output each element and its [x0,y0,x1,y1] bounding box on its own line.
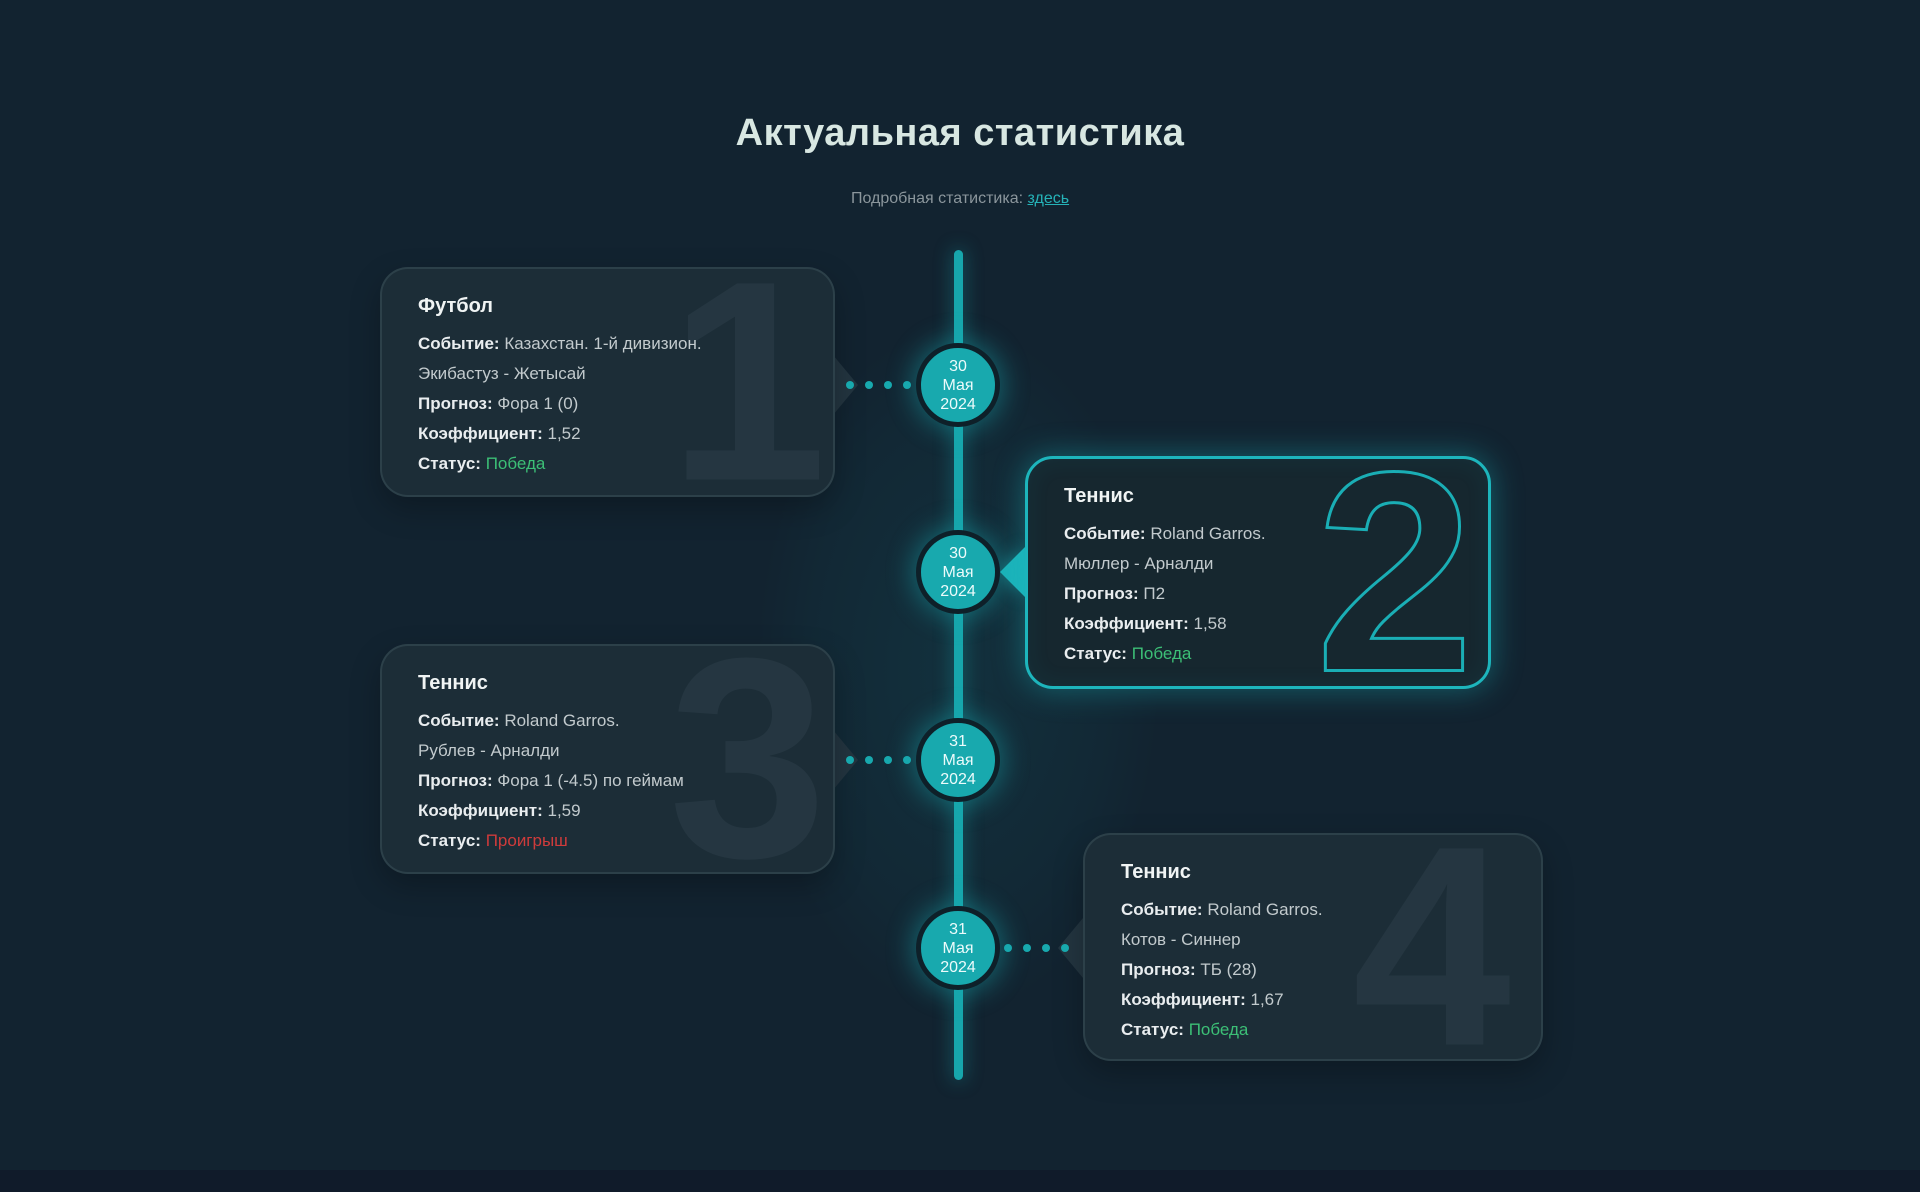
forecast-label: Прогноз: [418,771,493,790]
card-4-sport-title: Теннис [1121,861,1191,883]
forecast-label: Прогноз: [418,394,493,413]
event-value2: Котов - Синнер [1121,930,1241,949]
forecast-value: Фора 1 (-4.5) по геймам [497,771,684,790]
status-value: Проигрыш [485,831,568,850]
event-value2: Экибастуз - Жетысай [418,364,586,383]
timeline-node-3[interactable]: 31 Мая 2024 [916,718,1000,802]
bet-card-3: 3 Теннис Событие: Roland Garros. Рублев … [380,644,835,874]
node-year: 2024 [940,395,976,413]
event-value: Roland Garros. [1150,524,1266,543]
card-1-status-line: Статус: Победа [418,449,797,479]
card-3-status-line: Статус: Проигрыш [418,826,797,856]
forecast-value: Фора 1 (0) [497,394,579,413]
status-value: Победа [485,454,546,473]
node-day: 30 [949,544,967,562]
event-label: Событие: [1064,524,1146,543]
node-year: 2024 [940,958,976,976]
node-day: 31 [949,732,967,750]
coefficient-value: 1,67 [1250,990,1284,1009]
card-4-status-line: Статус: Победа [1121,1015,1505,1045]
coefficient-label: Коэффициент: [418,801,543,820]
card-2-forecast-line: Прогноз: П2 [1064,579,1452,609]
coefficient-label: Коэффициент: [418,424,543,443]
card-2-tail [1000,547,1025,597]
card-2-sport-title: Теннис [1064,485,1134,507]
card-1-coefficient-line: Коэффициент: 1,52 [418,419,797,449]
node-month: Мая [942,563,974,581]
event-value2: Мюллер - Арналди [1064,554,1214,573]
status-value: Победа [1188,1020,1249,1039]
coefficient-value: 1,59 [547,801,581,820]
card-3-connector-dots [846,756,911,764]
card-3-event-line2: Рублев - Арналди [418,736,797,766]
event-value: Roland Garros. [1207,900,1323,919]
card-2-event-line2: Мюллер - Арналди [1064,549,1452,579]
status-label: Статус: [418,831,481,850]
card-4-forecast-line: Прогноз: ТБ (28) [1121,955,1505,985]
event-label: Событие: [1121,900,1203,919]
timeline-node-2[interactable]: 30 Мая 2024 [916,530,1000,614]
node-month: Мая [942,751,974,769]
subtitle: Подробная статистика: здесь [0,190,1920,208]
details-link[interactable]: здесь [1027,190,1070,207]
node-day: 31 [949,920,967,938]
card-4-connector-dots [1004,944,1069,952]
event-label: Событие: [418,334,500,353]
card-3-event-line: Событие: Roland Garros. [418,706,797,736]
card-3-forecast-line: Прогноз: Фора 1 (-4.5) по геймам [418,766,797,796]
status-value: Победа [1131,644,1192,663]
timeline-node-1[interactable]: 30 Мая 2024 [916,343,1000,427]
card-2-event-line: Событие: Roland Garros. [1064,519,1452,549]
status-label: Статус: [1121,1020,1184,1039]
coefficient-label: Коэффициент: [1121,990,1246,1009]
bet-card-1: 1 Футбол Событие: Казахстан. 1-й дивизио… [380,267,835,497]
node-month: Мая [942,376,974,394]
card-1-connector-dots [846,381,911,389]
card-1-forecast-line: Прогноз: Фора 1 (0) [418,389,797,419]
node-day: 30 [949,357,967,375]
card-4-coefficient-line: Коэффициент: 1,67 [1121,985,1505,1015]
footer-bar [0,1170,1920,1192]
event-value: Казахстан. 1-й дивизион. [504,334,702,353]
card-3-coefficient-line: Коэффициент: 1,59 [418,796,797,826]
node-month: Мая [942,939,974,957]
event-label: Событие: [418,711,500,730]
forecast-value: П2 [1143,584,1166,603]
coefficient-value: 1,52 [547,424,581,443]
status-label: Статус: [418,454,481,473]
card-4-event-line2: Котов - Синнер [1121,925,1505,955]
status-label: Статус: [1064,644,1127,663]
node-year: 2024 [940,582,976,600]
bet-card-2: 2 Теннис Событие: Roland Garros. Мюллер … [1025,456,1491,689]
bet-card-4: 4 Теннис Событие: Roland Garros. Котов -… [1083,833,1543,1061]
subtitle-label: Подробная статистика: [850,190,1024,207]
coefficient-label: Коэффициент: [1064,614,1189,633]
card-3-sport-title: Теннис [418,672,488,694]
timeline-node-4[interactable]: 31 Мая 2024 [916,906,1000,990]
event-value: Roland Garros. [504,711,620,730]
card-2-coefficient-line: Коэффициент: 1,58 [1064,609,1452,639]
forecast-label: Прогноз: [1121,960,1196,979]
coefficient-value: 1,58 [1193,614,1227,633]
card-1-sport-title: Футбол [418,295,494,317]
event-value2: Рублев - Арналди [418,741,560,760]
node-year: 2024 [940,770,976,788]
page-title: Актуальная статистика [735,112,1185,154]
card-2-status-line: Статус: Победа [1064,639,1452,669]
forecast-label: Прогноз: [1064,584,1139,603]
card-4-event-line: Событие: Roland Garros. [1121,895,1505,925]
card-1-event-line: Событие: Казахстан. 1-й дивизион. [418,329,797,359]
forecast-value: ТБ (28) [1200,960,1257,979]
timeline-line [954,250,963,1080]
card-1-event-line2: Экибастуз - Жетысай [418,359,797,389]
